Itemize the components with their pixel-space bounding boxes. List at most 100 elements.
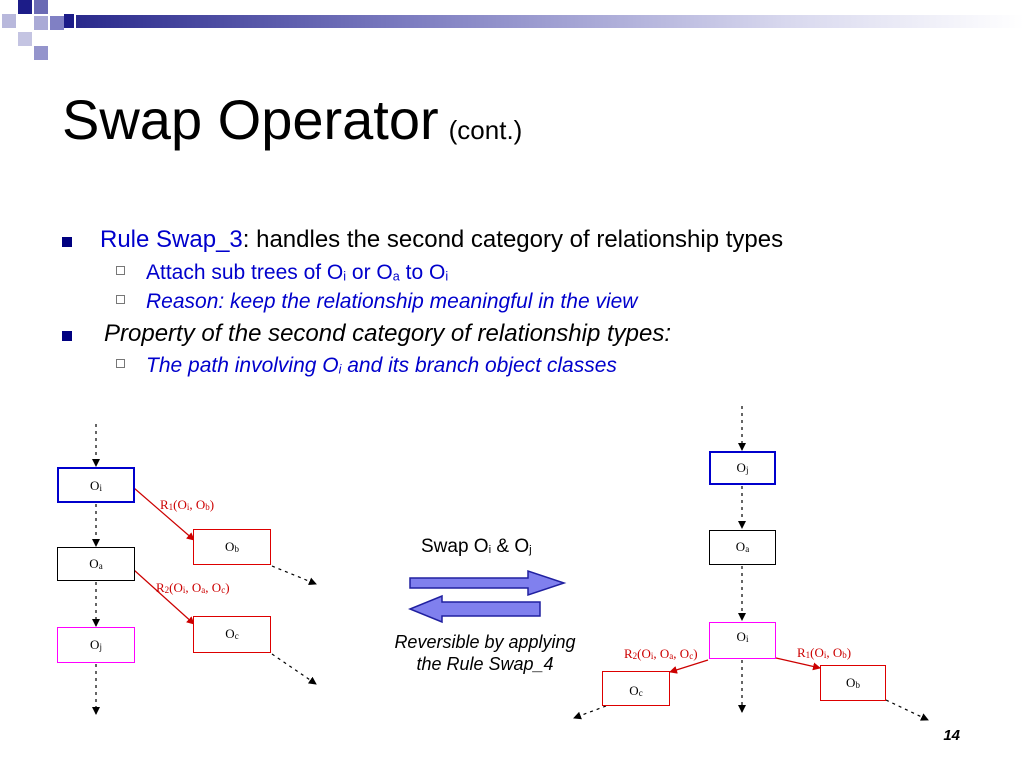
note-line: the Rule Swap_4: [416, 653, 554, 674]
rel-text: R: [156, 580, 165, 595]
node-subscript: c: [234, 630, 239, 641]
rel-text: ): [846, 645, 852, 660]
hollow-square-bullet-icon: [116, 359, 125, 368]
rel-sub: c: [221, 584, 226, 595]
rel-text: ): [693, 646, 698, 661]
title-sub: (cont.): [448, 115, 523, 145]
square-bullet-icon: [62, 237, 72, 247]
rel-text: R: [624, 646, 633, 661]
left-node-oa: Oa: [57, 547, 135, 581]
hollow-square-bullet-icon: [116, 266, 125, 275]
node-label: O: [225, 626, 235, 641]
title-main: Swap Operator: [62, 88, 439, 151]
left-node-oi: Oi: [57, 467, 135, 503]
subscript: a: [392, 269, 400, 284]
rel-sub: i: [186, 501, 190, 512]
page-number: 14: [943, 727, 960, 744]
text: Attach sub trees of O: [146, 261, 344, 284]
node-label: O: [90, 478, 100, 493]
left-node-ob: Ob: [193, 529, 271, 565]
swap-reverse-arrow: [408, 594, 541, 624]
rel-sub: 2: [632, 650, 638, 661]
right-r2-edge: [669, 659, 709, 674]
note-line: Reversible by applying: [394, 632, 576, 652]
rel-sub: a: [201, 584, 206, 595]
left-node-oc: Oc: [193, 616, 271, 653]
rel-sub: i: [182, 584, 186, 595]
node-label: O: [89, 556, 99, 571]
rel-sub: i: [823, 649, 827, 660]
node-subscript: j: [745, 464, 749, 475]
right-node-oj: Oj: [709, 451, 776, 485]
square-bullet-icon: [62, 331, 72, 341]
rel-sub: b: [842, 649, 847, 660]
left-r1-label: R1(Oi, Ob): [160, 497, 214, 513]
rel-text: , O: [189, 497, 206, 512]
swap-forward-arrow: [409, 569, 567, 597]
text: Reason: keep the relationship meaningful…: [146, 290, 638, 313]
rel-text: R: [797, 645, 806, 660]
bullet-rule-swap3: Rule Swap_3: handles the second category…: [62, 226, 784, 255]
node-subscript: i: [745, 633, 749, 644]
right-r1-label: R1(Oi, Ob): [797, 645, 851, 661]
rel-text: , O: [185, 580, 202, 595]
slide-title: Swap Operator(cont.): [62, 92, 522, 148]
rel-text: , O: [205, 580, 222, 595]
node-label: O: [629, 683, 639, 698]
rel-text: (O: [810, 645, 824, 660]
bullet-text: Property of the second category of relat…: [104, 320, 671, 347]
rel-sub: a: [669, 650, 674, 661]
subbullet-attach: Attach sub trees of Oi or Oa to Oi: [116, 260, 449, 285]
right-ob-outgoing-edge: [885, 699, 929, 721]
reversible-note: Reversible by applying the Rule Swap_4: [380, 632, 590, 675]
subscript: i: [338, 362, 342, 377]
rel-text: (O: [173, 497, 187, 512]
rule-name: Rule Swap_3: [100, 226, 243, 253]
rel-sub: b: [205, 501, 210, 512]
rel-sub: c: [689, 650, 694, 661]
left-r1-edge: [133, 487, 195, 541]
swap-label: Swap Oi & Oj: [421, 536, 532, 558]
node-subscript: b: [234, 543, 239, 554]
bullet-property: Property of the second category of relat…: [62, 320, 671, 349]
text: or O: [346, 261, 393, 284]
rel-text: (O: [169, 580, 183, 595]
left-r2-label: R2(Oi, Oa, Oc): [156, 580, 230, 596]
node-label: O: [225, 539, 235, 554]
left-ob-outgoing-edge: [271, 565, 317, 586]
right-node-ob: Ob: [820, 665, 886, 701]
node-subscript: j: [99, 641, 102, 652]
hollow-square-bullet-icon: [116, 295, 125, 304]
rel-text: , O: [673, 646, 690, 661]
text: and its branch object classes: [341, 354, 617, 377]
node-label: O: [735, 539, 746, 554]
rel-sub: 2: [164, 584, 170, 595]
rel-text: ): [209, 497, 215, 512]
left-node-oj: Oj: [57, 627, 135, 663]
node-label: O: [736, 629, 746, 644]
text: Swap O: [421, 536, 489, 557]
node-subscript: a: [745, 543, 750, 554]
text: The path involving O: [146, 354, 339, 377]
rel-text: , O: [826, 645, 843, 660]
rel-sub: i: [650, 650, 654, 661]
subbullet-reason: Reason: keep the relationship meaningful…: [116, 289, 638, 314]
rel-text: R: [160, 497, 169, 512]
node-label: O: [846, 675, 856, 690]
rel-sub: 1: [805, 649, 811, 660]
rel-text: ): [225, 580, 230, 595]
subscript: i: [445, 269, 449, 284]
subscript: j: [529, 544, 532, 557]
subscript: i: [343, 269, 347, 284]
right-node-oc: Oc: [602, 671, 670, 706]
node-subscript: i: [99, 482, 102, 493]
left-oc-outgoing-edge: [271, 653, 317, 685]
rel-sub: 1: [168, 501, 174, 512]
node-subscript: c: [638, 687, 643, 698]
bullet-text: : handles the second category of relatio…: [242, 226, 784, 253]
rel-text: (O: [637, 646, 651, 661]
node-label: O: [90, 637, 100, 652]
right-r2-label: R2(Oi, Oa, Oc): [624, 646, 698, 662]
corner-decoration: [0, 0, 90, 64]
